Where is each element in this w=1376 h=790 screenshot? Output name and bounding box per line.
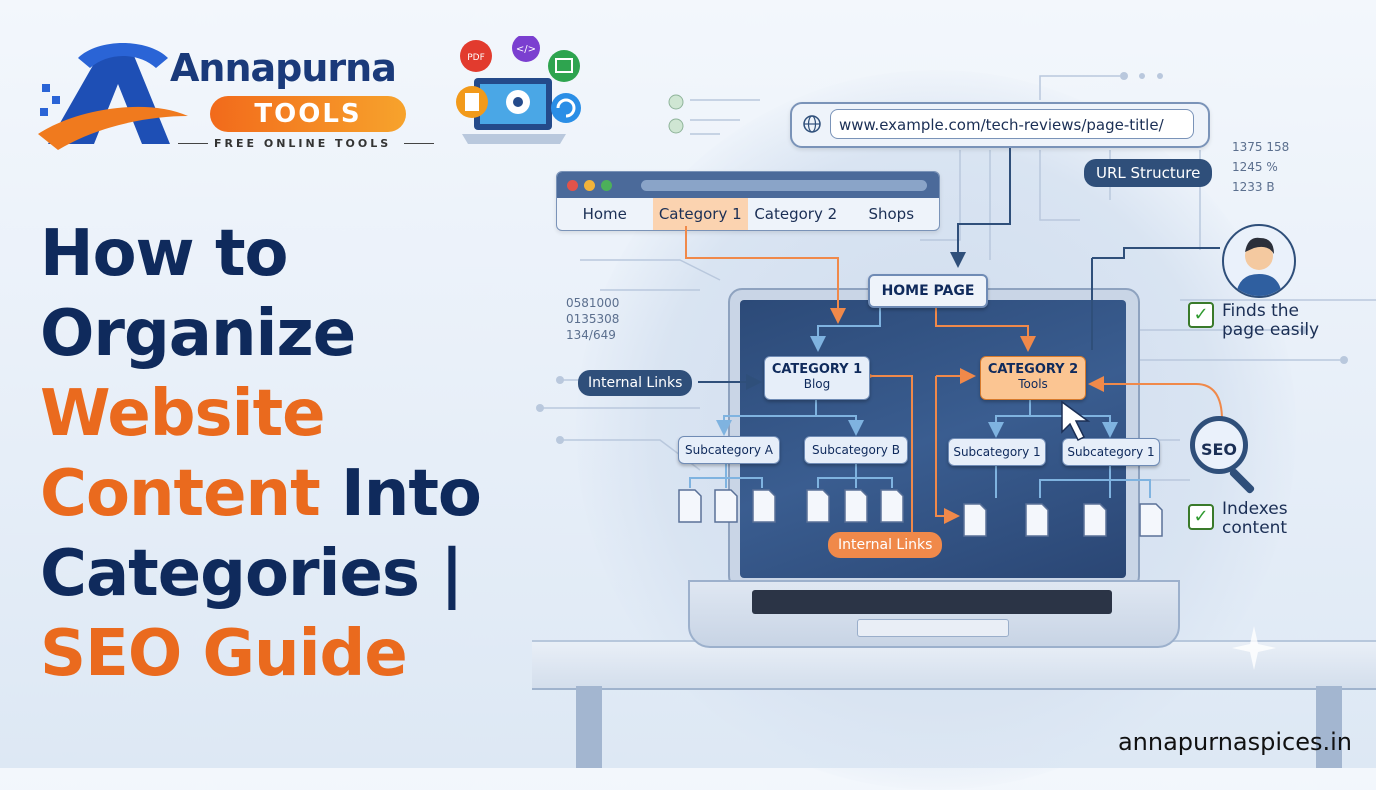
category-2-subtitle: Tools [1018, 377, 1048, 391]
url-text: www.example.com/tech-reviews/page-title/ [830, 109, 1194, 139]
tab-shops[interactable]: Shops [868, 205, 915, 223]
browser-titlebar [557, 172, 939, 198]
brand-tools-badge: TOOLS [210, 96, 406, 132]
document-icon [844, 489, 868, 523]
brand-name: Annapurna [170, 46, 397, 90]
brand-tagline: FREE ONLINE TOOLS [214, 137, 392, 150]
minimize-dot [584, 180, 595, 191]
headline-content-word: Content [40, 457, 321, 531]
home-page-node: HOME PAGE [868, 274, 988, 308]
document-icon [1025, 503, 1049, 537]
svg-text:</>: </> [516, 44, 536, 55]
headline-line-1: How to [40, 217, 288, 291]
category-1-node: CATEGORY 1 Blog [764, 356, 870, 400]
user-avatar [1222, 224, 1296, 298]
document-icon [963, 503, 987, 537]
headline-into-word: Into [319, 457, 482, 531]
brand-logo-mark [38, 43, 188, 150]
subcategory-b-node: Subcategory B [804, 436, 908, 464]
document-icon [678, 489, 702, 523]
stat-line: 0135308 [566, 312, 620, 326]
finds-line-1: Finds the [1222, 301, 1299, 321]
tab-category-2[interactable]: Category 2 [754, 205, 838, 223]
tagline-divider [178, 143, 208, 144]
document-icons [678, 400, 1163, 537]
check-icon: ✓ [1188, 302, 1214, 328]
code-icon: </> [512, 36, 540, 62]
headline-line-5: Categories | [40, 537, 464, 611]
document-icon [752, 489, 776, 523]
tree-connectors [685, 148, 1223, 540]
seo-magnifier-icon: SEO [1190, 416, 1248, 474]
address-placeholder [641, 180, 927, 191]
subcategory-1-node: Subcategory 1 [948, 438, 1046, 466]
headline-line-2: Organize [40, 297, 356, 371]
document-icon [1139, 503, 1163, 537]
calculator-icon [456, 86, 488, 118]
circuit-lines [536, 72, 1376, 481]
headline-line-4: Content Into [40, 454, 482, 534]
stat-line: 1375 158 [1232, 140, 1290, 154]
gear-icon [506, 90, 530, 114]
category-2-title: CATEGORY 2 [987, 362, 1079, 377]
refresh-icon [551, 93, 581, 123]
laptop-trackpad [857, 619, 1009, 637]
subcategory-1-node: Subcategory 1 [1062, 438, 1160, 466]
document-icon [880, 489, 904, 523]
category-1-title: CATEGORY 1 [771, 362, 863, 377]
finds-line-2: page easily [1222, 320, 1320, 340]
browser-window: Home Category 1 Category 2 Shops [556, 171, 940, 231]
subcategory-a-node: Subcategory A [678, 436, 780, 464]
internal-links-label-left: Internal Links [578, 370, 693, 396]
indexes-line-2: content [1222, 518, 1288, 538]
url-bar: www.example.com/tech-reviews/page-title/ [790, 102, 1210, 148]
stat-line: 1245 % [1232, 160, 1278, 174]
internal-links-label-bottom: Internal Links [828, 532, 943, 558]
pdf-icon: PDF [460, 40, 492, 72]
desk-leg [576, 686, 602, 768]
nav-tabs: Home Category 1 Category 2 Shops [557, 198, 939, 230]
finds-page-callout: Finds the page easily [1222, 302, 1319, 340]
document-icon [806, 489, 830, 523]
stat-line: 134/649 [566, 328, 616, 342]
stat-line: 1233 B [1232, 180, 1275, 194]
svg-text:PDF: PDF [467, 53, 485, 63]
document-icon [1083, 503, 1107, 537]
cursor-arrow-icon [1061, 400, 1091, 442]
headline-line-3: Website [40, 377, 326, 451]
user-icon [1236, 237, 1282, 296]
document-icon [714, 489, 738, 523]
desk-leg [1316, 686, 1342, 768]
app-icons-cluster: PDF </> [456, 36, 581, 144]
image-icon [548, 50, 580, 82]
stats-right: 1375 158 1245 % 1233 B [1232, 140, 1289, 194]
headline: How to Organize Website Content Into Cat… [40, 214, 482, 694]
close-dot [567, 180, 578, 191]
stats-left: 0581000 0135308 134/649 [566, 296, 619, 342]
stat-line: 0581000 [566, 296, 620, 310]
indexes-line-1: Indexes [1222, 499, 1288, 519]
category-1-subtitle: Blog [803, 377, 831, 391]
tagline-divider [404, 143, 434, 144]
maximize-dot [601, 180, 612, 191]
indexes-content-callout: Indexes content [1222, 500, 1288, 538]
check-icon: ✓ [1188, 504, 1214, 530]
tab-category-1[interactable]: Category 1 [652, 198, 748, 230]
headline-line-6: SEO Guide [40, 617, 408, 691]
globe-icon [803, 115, 821, 133]
footer-website-url: annapurnaspices.in [1117, 728, 1352, 756]
sparkle-icon [1232, 626, 1276, 670]
category-2-node: CATEGORY 2 Tools [980, 356, 1086, 400]
url-structure-badge: URL Structure [1084, 159, 1213, 187]
laptop-keyboard [752, 590, 1112, 614]
tab-home[interactable]: Home [582, 205, 627, 223]
